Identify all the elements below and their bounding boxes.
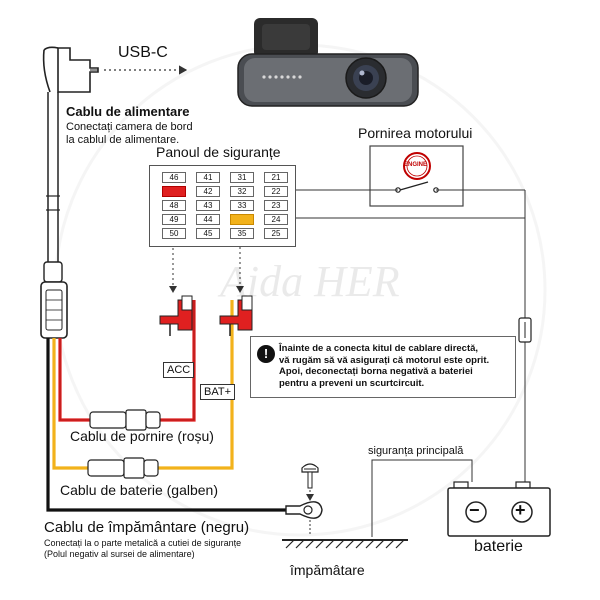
engine-badge-text: ENGINE (404, 162, 428, 168)
fuse-48: 48 (162, 200, 186, 211)
fuse-panel-title: Panoul de siguranțe (156, 144, 281, 160)
ground-lug (285, 501, 323, 519)
warning-box: ! Înainte de a conecta kitul de cablare … (250, 336, 516, 398)
fuse-46: 46 (162, 172, 186, 183)
ground-label: împămâtare (290, 562, 365, 578)
fuse-22: 22 (264, 186, 288, 197)
ground-cable-line2: (Polul negativ al sursei de alimentare) (44, 549, 195, 559)
battery-shape (447, 481, 551, 537)
fuse-25: 25 (264, 228, 288, 239)
engine-start-label: Pornirea motorului (358, 125, 473, 141)
fuse-42: 42 (196, 186, 220, 197)
usb-c-plug (42, 46, 99, 93)
ground-hatch (282, 539, 408, 549)
bat-tag: BAT+ (200, 384, 236, 400)
black-wire (46, 338, 286, 512)
ground-screw (301, 463, 319, 489)
fuse-24: 24 (264, 214, 288, 225)
fuse-35: 35 (230, 228, 254, 239)
fuse-31: 31 (230, 172, 254, 183)
fuse-bat-slot (230, 214, 254, 225)
main-fuse (518, 317, 532, 343)
fuse-50: 50 (162, 228, 186, 239)
ground-cable-title: Cablu de împământare (negru) (44, 519, 250, 536)
fuse-acc-slot (162, 186, 186, 197)
power-cable-line2: la cablul de alimentare. (66, 134, 180, 146)
ground-cable-line1: Conectați la o parte metalică a cutiei d… (44, 538, 242, 548)
acc-fuse-tap (159, 295, 193, 336)
fuse-44: 44 (196, 214, 220, 225)
fuse-panel: 46 41 31 21 42 32 22 48 43 33 23 49 44 2… (149, 165, 296, 247)
fuse-49: 49 (162, 214, 186, 225)
power-cable-title: Cablu de alimentare (66, 104, 190, 119)
dash-camera (237, 18, 419, 107)
fuse-32: 32 (230, 186, 254, 197)
engine-switch-block (369, 145, 464, 207)
warning-icon: ! (257, 345, 275, 363)
fuse-21: 21 (264, 172, 288, 183)
battery-inline-fuse (87, 457, 159, 479)
power-cable-line1: Conectați camera de bord (66, 121, 193, 133)
ignition-inline-fuse (89, 409, 161, 431)
watermark-text: Aida HER (220, 257, 400, 306)
main-fuse-label: siguranța principală (368, 445, 464, 457)
fuse-33: 33 (230, 200, 254, 211)
fuse-41: 41 (196, 172, 220, 183)
acc-tag: ACC (163, 362, 195, 378)
warning-line1: Înainte de a conecta kitul de cablare di… (279, 343, 479, 354)
fuse-45: 45 (196, 228, 220, 239)
cable-connector (40, 261, 68, 339)
usb-c-label: USB-C (118, 44, 168, 61)
circuit-lines (294, 189, 526, 537)
warning-line2: vă rugăm să vă asigurați că motorul este… (279, 354, 490, 366)
ignition-cable-label: Cablu de pornire (roșu) (70, 428, 214, 444)
battery-plus: + (515, 500, 526, 520)
bat-fuse-tap (219, 295, 253, 336)
warning-line3: Apoi, deconectați borna negativă a bater… (279, 366, 473, 377)
fuse-23: 23 (264, 200, 288, 211)
battery-label: baterie (474, 538, 523, 555)
battery-cable-label: Cablu de baterie (galben) (60, 482, 218, 498)
warning-text: Înainte de a conecta kitul de cablare di… (279, 343, 513, 389)
fuse-43: 43 (196, 200, 220, 211)
warning-line4: pentru a preveni un scurtcircuit. (279, 377, 425, 389)
battery-minus: − (469, 500, 480, 520)
power-cable (46, 92, 60, 275)
